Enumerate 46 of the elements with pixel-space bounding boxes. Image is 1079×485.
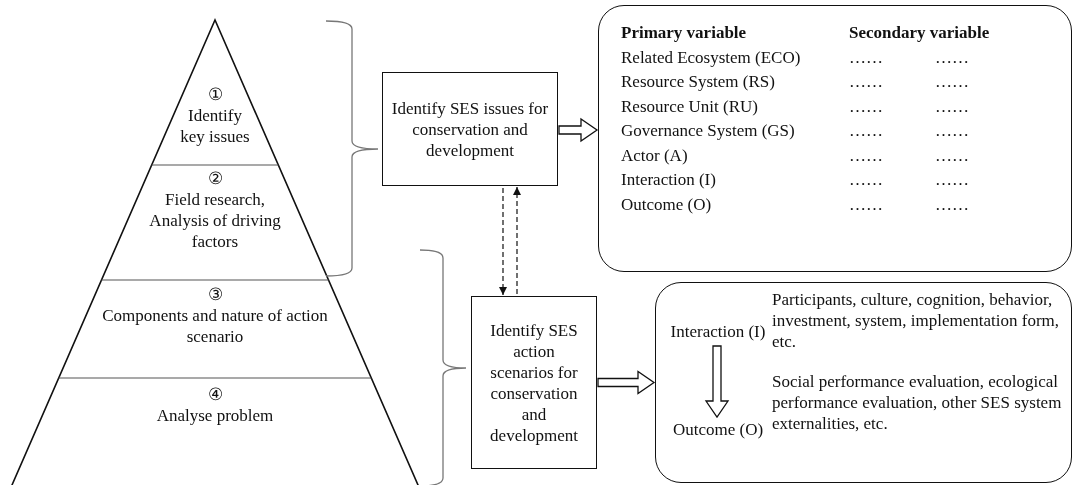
placeholder-dots: …… [935, 71, 969, 92]
placeholder-dots: …… [935, 95, 969, 117]
hollow-arrow [558, 117, 599, 143]
placeholder-dots: …… [849, 120, 883, 141]
box-label: Identify SES action scenarios for conservation and development [489, 319, 579, 446]
placeholder-dots: …… [935, 193, 969, 215]
dashed-arrow [498, 187, 508, 296]
band-label: Field research, Analysis of driving factors [148, 189, 282, 252]
placeholder-dots: …… [935, 144, 969, 166]
placeholder-dots: …… [935, 120, 969, 141]
rounded-panel [598, 5, 1072, 272]
table-cell: Outcome (O) [621, 193, 712, 215]
placeholder-dots: …… [849, 71, 883, 92]
variable-label: Outcome (O) [671, 419, 765, 440]
column-header: Secondary variable [849, 22, 990, 43]
table-cell: Actor (A) [621, 144, 688, 166]
band-label: Identify key issues [179, 105, 251, 147]
band-label: Components and nature of action scenario [101, 305, 329, 347]
step-number: ① [206, 84, 224, 105]
placeholder-dots: …… [849, 169, 883, 190]
hollow-arrow [597, 370, 656, 395]
column-header: Primary variable [621, 22, 747, 43]
description-text: Participants, culture, cognition, behavior, investment, system, implementation form, etc. [772, 289, 1061, 352]
step-number: ③ [206, 284, 224, 305]
placeholder-dots: …… [849, 193, 883, 215]
placeholder-dots: …… [935, 46, 969, 68]
table-cell: Governance System (GS) [621, 120, 795, 141]
band-label: Analyse problem [155, 405, 275, 426]
variable-label: Interaction (I) [669, 321, 767, 342]
table-cell: Related Ecosystem (ECO) [621, 46, 801, 68]
placeholder-dots: …… [849, 95, 883, 117]
placeholder-dots: …… [849, 144, 883, 166]
process-box [382, 72, 558, 186]
process-box [471, 296, 597, 469]
table-cell: Resource System (RS) [621, 71, 775, 92]
hollow-arrow [704, 345, 730, 419]
rounded-panel [655, 282, 1072, 483]
placeholder-dots: …… [935, 169, 969, 190]
dashed-arrow [512, 186, 522, 295]
placeholder-dots: …… [849, 46, 883, 68]
description-text: Social performance evaluation, ecological performance evaluation, other SES system externalities, etc. [772, 371, 1063, 434]
table-cell: Interaction (I) [621, 169, 716, 190]
box-label: Identify SES issues for conservation and development [390, 97, 550, 161]
step-number: ④ [206, 384, 224, 405]
step-number: ② [206, 168, 224, 189]
table-cell: Resource Unit (RU) [621, 95, 758, 117]
